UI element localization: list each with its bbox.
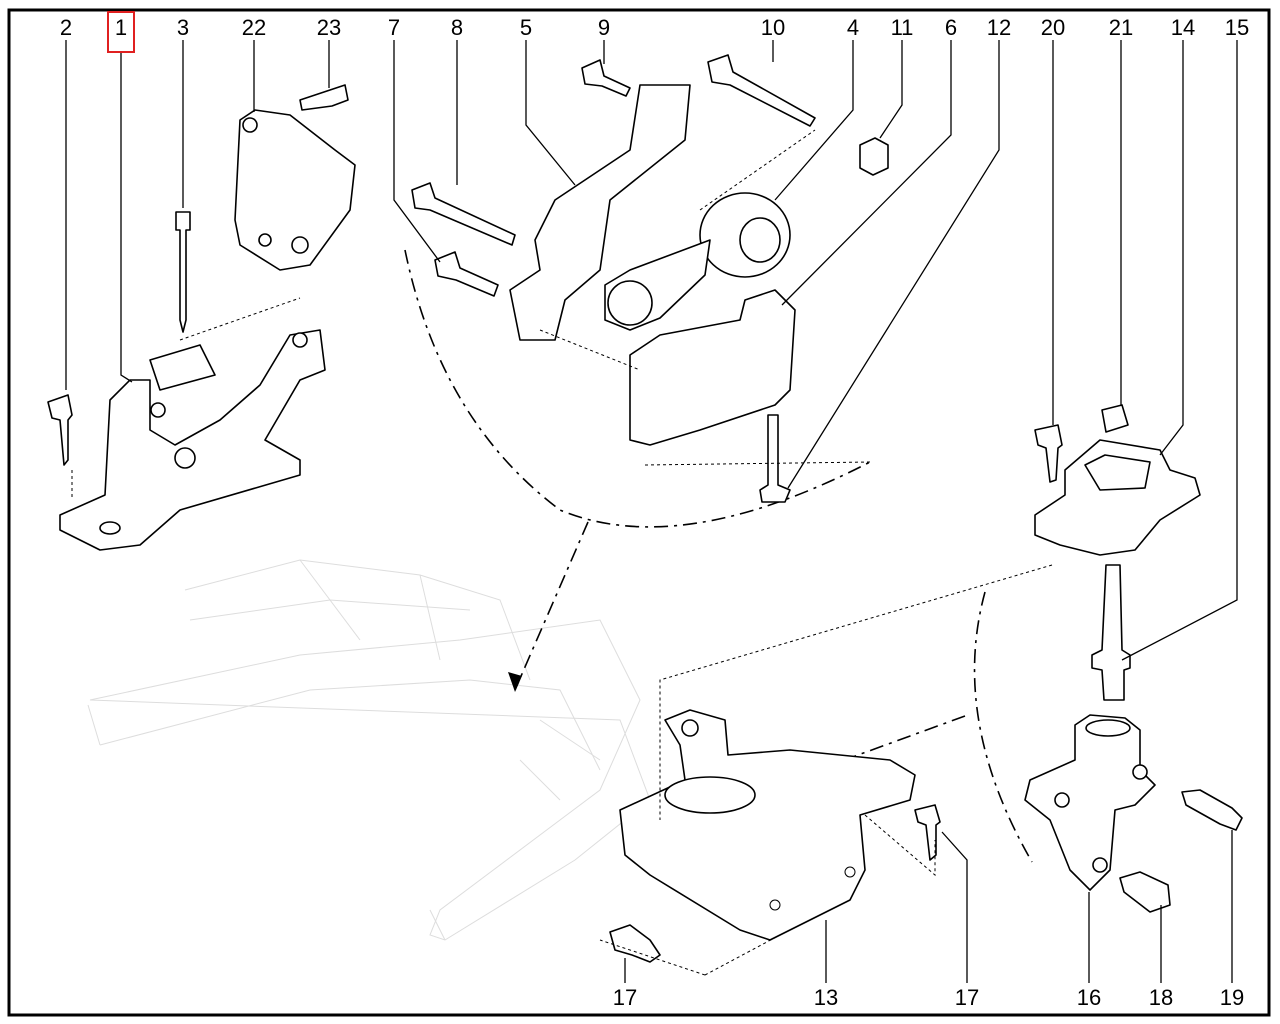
callout-18[interactable]: 18 — [1149, 985, 1173, 1010]
callout-12[interactable]: 12 — [987, 15, 1011, 40]
part-2-bolt — [47, 394, 73, 466]
part-14-right-mount — [1034, 439, 1201, 556]
part-3-bolt — [175, 211, 191, 333]
part-18-bolt — [1119, 871, 1171, 913]
top-labels: 2 1 3 22 23 7 8 5 9 10 4 11 6 12 20 21 1… — [60, 15, 1249, 40]
part-21-nut — [1101, 404, 1129, 433]
part-22-bracket — [234, 109, 356, 271]
callout-3[interactable]: 3 — [177, 15, 189, 40]
arrow-head — [508, 672, 522, 692]
part-15-stud — [1091, 564, 1131, 701]
callout-15[interactable]: 15 — [1225, 15, 1249, 40]
part-9-bolt — [581, 59, 631, 97]
part-10-bolt — [707, 54, 816, 127]
part-17-bolt-left — [609, 924, 661, 963]
diagram-border — [7, 8, 1271, 1017]
callout-10[interactable]: 10 — [761, 15, 785, 40]
part-16-lower-bracket — [1024, 714, 1156, 891]
callout-6[interactable]: 6 — [945, 15, 957, 40]
part-19-bolt — [1181, 789, 1243, 831]
callout-17-left[interactable]: 17 — [613, 985, 637, 1010]
part-13-subframe-bracket — [619, 709, 916, 941]
callout-14[interactable]: 14 — [1171, 15, 1195, 40]
callout-20[interactable]: 20 — [1041, 15, 1065, 40]
callout-17-right[interactable]: 17 — [955, 985, 979, 1010]
callout-5[interactable]: 5 — [520, 15, 532, 40]
part-12-bolt — [759, 414, 791, 503]
bottom-labels: 17 13 17 16 18 19 — [613, 985, 1244, 1010]
callout-7[interactable]: 7 — [388, 15, 400, 40]
callout-8[interactable]: 8 — [451, 15, 463, 40]
callout-22[interactable]: 22 — [242, 15, 266, 40]
guide-lines — [71, 129, 1053, 976]
assembly-arrow — [514, 521, 589, 691]
part-23-bolt — [299, 84, 349, 111]
subframe-drawing — [87, 559, 651, 941]
part-20-bolt — [1034, 424, 1063, 483]
part-8-bolt — [411, 182, 516, 246]
part-1-left-engine-mount — [59, 329, 326, 551]
assembly-boundary-arc — [404, 249, 871, 528]
part-11-nut — [859, 137, 889, 176]
callout-16[interactable]: 16 — [1077, 985, 1101, 1010]
callout-11[interactable]: 11 — [891, 15, 914, 40]
bolts — [47, 54, 1243, 963]
part-6-mount — [629, 289, 796, 446]
callout-13[interactable]: 13 — [814, 985, 838, 1010]
callout-2[interactable]: 2 — [60, 15, 72, 40]
callout-1[interactable]: 1 — [115, 15, 127, 40]
right-boundary-arc — [973, 591, 1033, 863]
part-5-bracket — [509, 84, 691, 341]
callout-23[interactable]: 23 — [317, 15, 341, 40]
part-7-bolt — [434, 251, 499, 297]
part-17-bolt-right — [914, 804, 941, 861]
leader-lines — [65, 40, 1238, 983]
callout-9[interactable]: 9 — [598, 15, 610, 40]
part-4-torque-rod — [604, 192, 791, 331]
callout-21[interactable]: 21 — [1109, 15, 1133, 40]
callout-19[interactable]: 19 — [1220, 985, 1244, 1010]
selected-label-highlight — [107, 11, 135, 53]
callout-4[interactable]: 4 — [847, 15, 859, 40]
